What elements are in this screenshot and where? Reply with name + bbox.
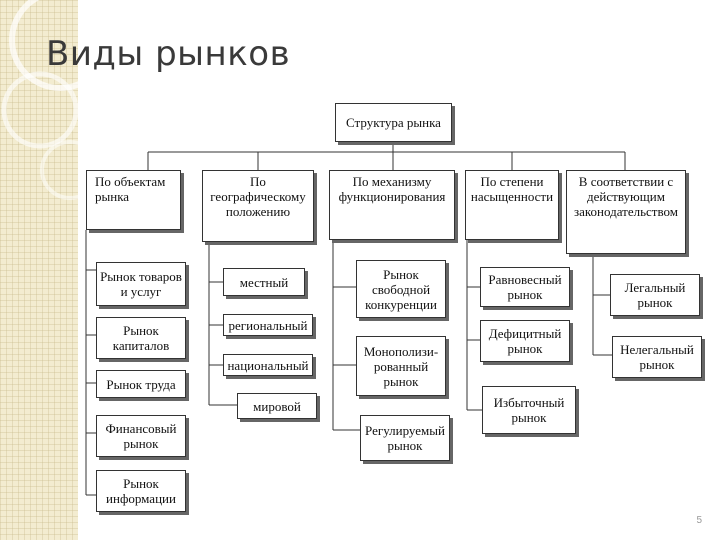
page-number: 5 [696,515,702,526]
objects-item-labor: Рынок труда [96,370,186,398]
decorative-side-strip [0,0,78,540]
category-by-mechanism: По механизму функционирования [329,170,455,240]
mechanism-item-free-competition: Рынок свободной конкуренции [356,260,446,318]
law-item-legal: Легальный рынок [610,274,700,316]
objects-item-goods-services: Рынок товаров и услуг [96,262,186,306]
saturation-item-equilibrium: Равновесный рынок [480,267,570,307]
category-by-law: В соответствии с действующим законодател… [566,170,686,254]
mechanism-item-regulated: Регулируемый рынок [360,415,450,461]
slide-title: Виды рынков [46,34,291,74]
decorative-swirl-graphic [1,0,78,200]
objects-item-capital: Рынок капиталов [96,317,186,359]
category-by-objects: По объектам рынка [86,170,181,230]
objects-item-financial: Финансовый рынок [96,415,186,457]
geography-item-local: местный [223,268,305,296]
geography-item-regional: региональный [223,314,313,336]
geography-item-national: национальный [223,354,313,376]
saturation-item-deficit: Дефицитный рынок [480,320,570,362]
law-item-illegal: Нелегальный рынок [612,336,702,378]
category-by-geography: По географическому положению [202,170,314,242]
root-node-market-structure: Структура рынка [335,103,452,142]
saturation-item-surplus: Избыточный рынок [482,386,576,434]
mechanism-item-monopolized: Монополизи- рованный рынок [356,336,446,396]
geography-item-world: мировой [237,393,317,419]
category-by-saturation: По степени насыщенности [465,170,559,240]
objects-item-information: Рынок информации [96,470,186,512]
